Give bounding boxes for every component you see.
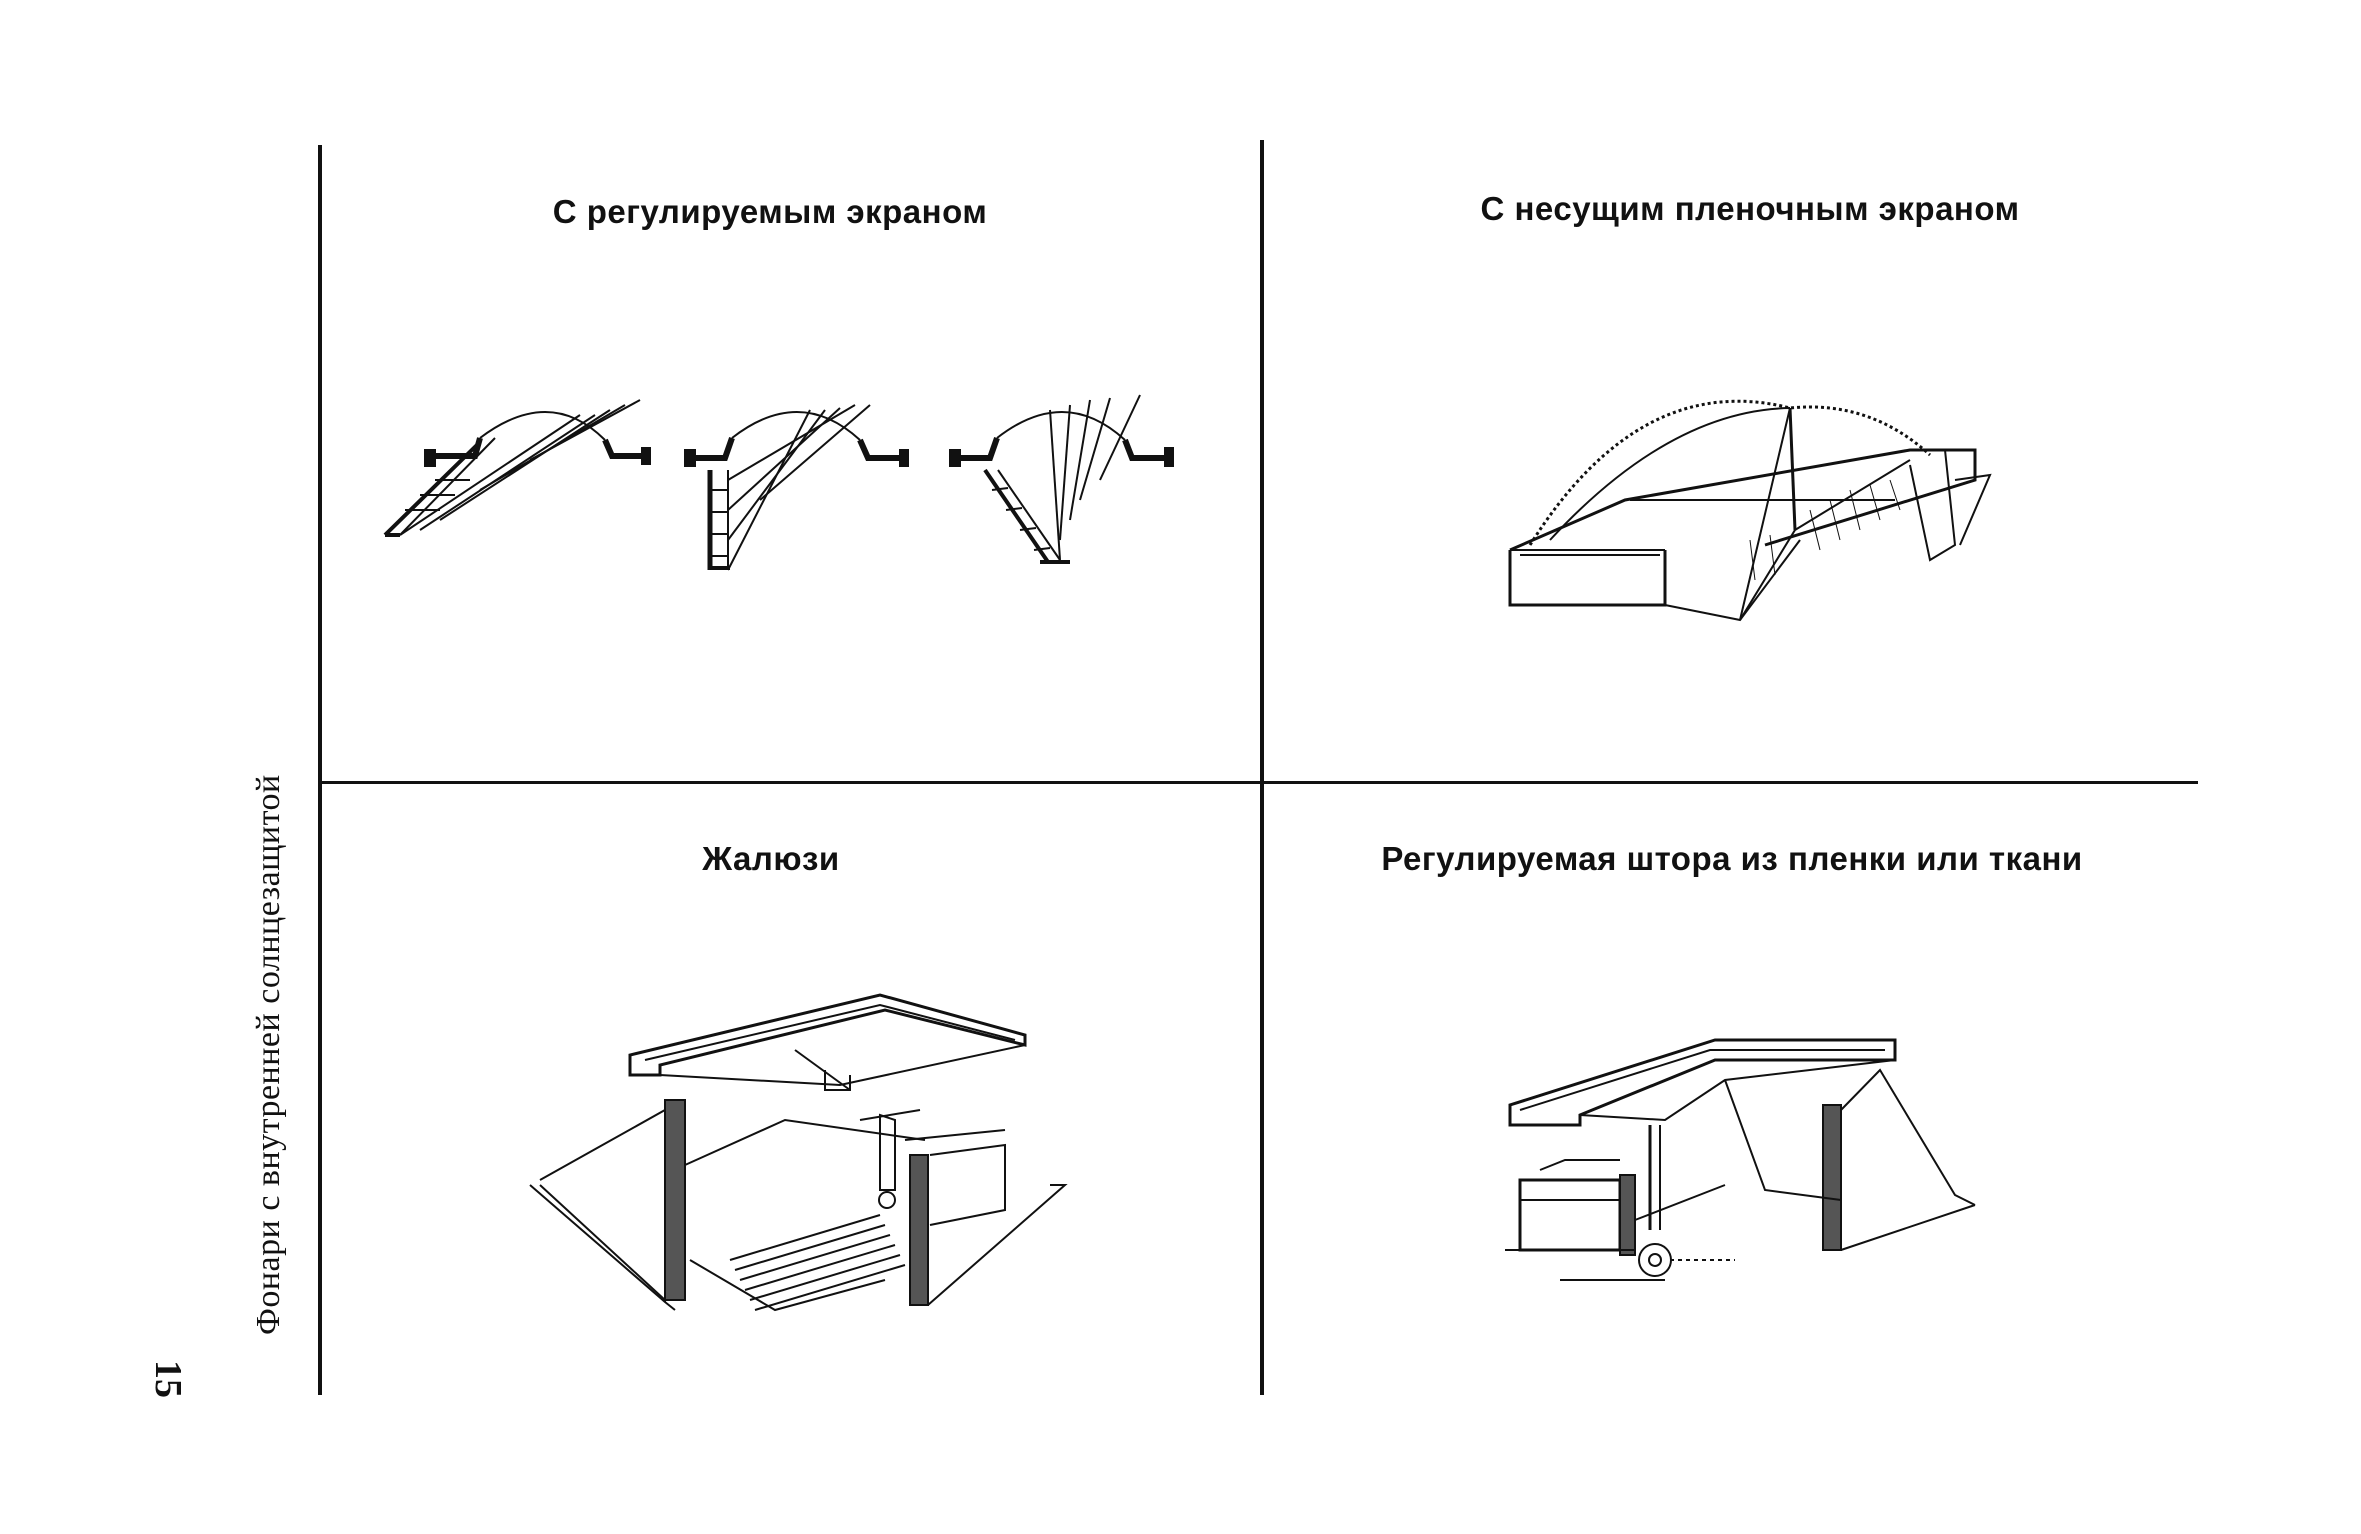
panel-title-adjustable-screen: С регулируемым экраном bbox=[552, 193, 988, 230]
roller-blind-skylight-illustration bbox=[1505, 1020, 2025, 1320]
panel-title-roller-blind: Регулируемая штора из пленки или ткани bbox=[1381, 840, 2083, 877]
film-screen-dome-illustration bbox=[1490, 390, 2010, 640]
page-caption: Фонари с внутренней солнцезащитой bbox=[250, 774, 287, 1335]
left-border-line bbox=[318, 145, 322, 1395]
adjustable-screen-illustration bbox=[380, 390, 1200, 590]
center-divider-line bbox=[1260, 140, 1264, 1395]
skylight-section-c bbox=[950, 395, 1173, 562]
page-number: 15 bbox=[147, 1360, 189, 1398]
panel-title-louvers: Жалюзи bbox=[702, 840, 840, 877]
skylight-section-b bbox=[685, 405, 908, 570]
horizontal-divider-line bbox=[320, 781, 2198, 784]
panel-title-film-screen: С несущим пленочным экраном bbox=[1480, 190, 2020, 227]
louvers-skylight-illustration bbox=[525, 990, 1065, 1320]
skylight-section-a bbox=[385, 400, 650, 535]
